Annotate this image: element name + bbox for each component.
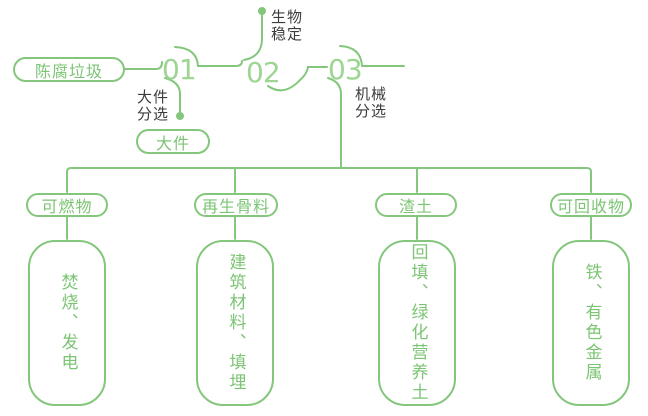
bulky-output-dot bbox=[176, 112, 184, 120]
line-02-to-03 bbox=[267, 66, 328, 92]
detail-box-recycled-aggregate: 建筑材料、填埋 bbox=[196, 240, 274, 406]
branch-label: 可回收物 bbox=[556, 197, 625, 216]
branch-node-recycled-aggregate: 再生骨料 bbox=[194, 193, 278, 217]
bulky-sorting-label: 大件 分选 bbox=[137, 88, 170, 123]
line-01-to-02 bbox=[197, 60, 243, 67]
stem-bulky-sorting bbox=[164, 77, 181, 113]
stem-bio-stabilization bbox=[243, 14, 263, 61]
detail-text: 回填、绿化营养土 bbox=[407, 243, 428, 403]
line-source-to-01 bbox=[124, 61, 163, 70]
branch-label: 再生骨料 bbox=[201, 197, 270, 216]
line-03-tail bbox=[339, 45, 405, 67]
bulky-output-label: 大件 bbox=[155, 133, 190, 153]
stem-mechanical-sorting bbox=[327, 77, 342, 169]
detail-text: 焚烧、发电 bbox=[57, 273, 78, 373]
branch-node-recyclables: 可回收物 bbox=[550, 193, 632, 217]
detail-box-combustibles: 焚烧、发电 bbox=[28, 240, 106, 406]
detail-box-slag-soil: 回填、绿化营养土 bbox=[378, 240, 456, 406]
detail-text: 铁、有色金属 bbox=[581, 263, 602, 383]
branch-node-slag-soil: 渣土 bbox=[375, 193, 457, 217]
mechanical-sorting-label: 机械 分选 bbox=[355, 85, 388, 120]
bulky-output-node: 大件 bbox=[136, 129, 210, 154]
bio-stabilization-label: 生物 稳定 bbox=[271, 8, 304, 43]
branch-label: 渣土 bbox=[398, 197, 433, 216]
bio-stabilization-dot bbox=[258, 7, 266, 15]
branch-label: 可燃物 bbox=[41, 197, 93, 216]
detail-text: 建筑材料、填埋 bbox=[225, 253, 246, 393]
branch-connector bbox=[66, 167, 592, 193]
flow-line-group bbox=[66, 14, 592, 240]
step-number-03: 03 bbox=[328, 53, 363, 86]
detail-box-recyclables: 铁、有色金属 bbox=[552, 240, 630, 406]
step-number-01: 01 bbox=[162, 53, 197, 86]
step-number-02: 02 bbox=[246, 56, 281, 89]
source-node: 陈腐垃圾 bbox=[13, 57, 125, 82]
branch-node-combustibles: 可燃物 bbox=[26, 193, 108, 217]
source-node-label: 陈腐垃圾 bbox=[34, 61, 103, 81]
arc-over-01 bbox=[174, 46, 199, 67]
